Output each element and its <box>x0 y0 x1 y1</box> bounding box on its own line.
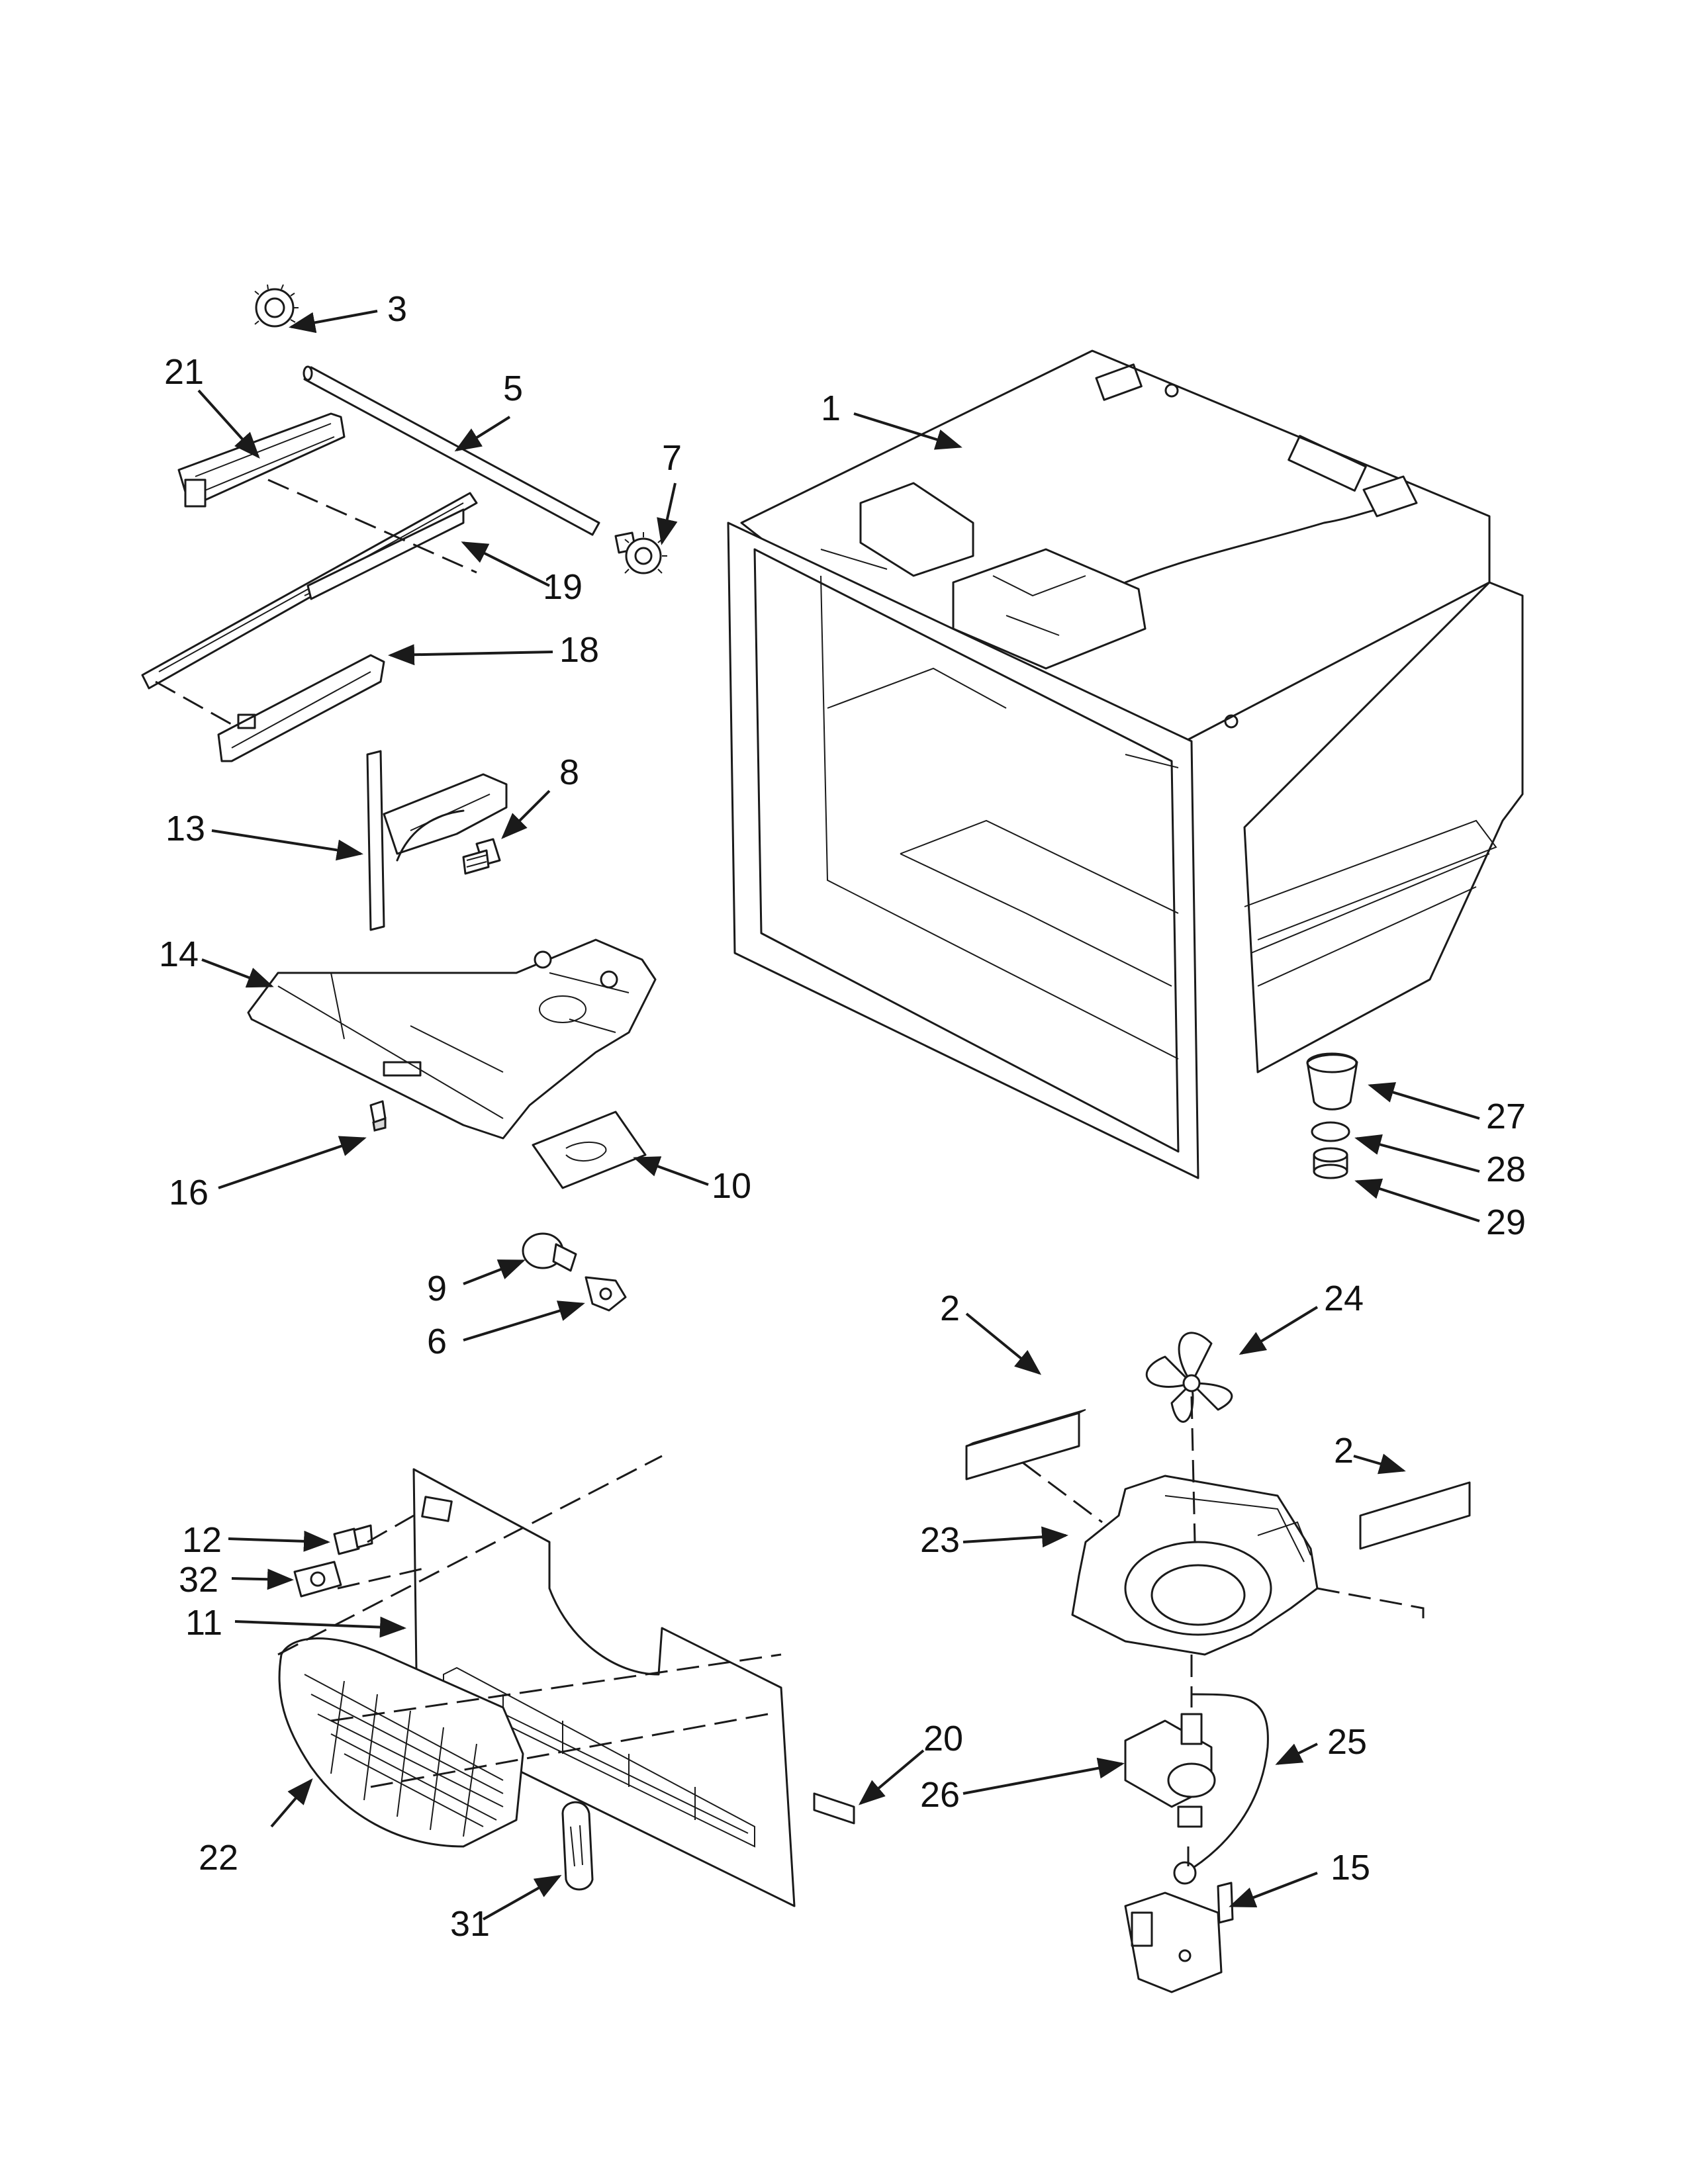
callout-27: 27 <box>1486 1097 1526 1136</box>
ring-part-28[interactable] <box>1311 1121 1350 1142</box>
callout-labels: 1 2 2 3 5 6 7 8 9 10 11 12 13 14 15 16 1… <box>159 289 1526 1944</box>
clip-part-16[interactable] <box>369 1100 387 1132</box>
socket-part-6[interactable] <box>585 1276 627 1312</box>
insulation-pad-part-2a[interactable] <box>965 1409 1086 1480</box>
grille-part-22[interactable] <box>278 1637 524 1848</box>
callout-21: 21 <box>164 352 204 392</box>
wire-harness-part-25[interactable] <box>1184 1693 1269 1874</box>
assembly-lines <box>155 478 1425 1866</box>
callout-25: 25 <box>1327 1722 1367 1762</box>
callout-10: 10 <box>712 1166 751 1206</box>
callout-3: 3 <box>387 289 407 329</box>
callout-9: 9 <box>427 1269 447 1308</box>
fan-motor-part-26[interactable] <box>1124 1713 1216 1828</box>
callout-7: 7 <box>662 438 682 478</box>
callout-26: 26 <box>920 1775 960 1815</box>
bracket-part-13[interactable] <box>366 750 508 931</box>
callout-22: 22 <box>199 1838 238 1878</box>
foam-strip-part-20[interactable] <box>813 1792 855 1825</box>
callout-16: 16 <box>169 1173 209 1212</box>
callout-5: 5 <box>503 369 523 408</box>
fitting-part-27[interactable] <box>1306 1052 1358 1111</box>
sensor-clip-part-32[interactable] <box>293 1561 342 1598</box>
freezer-liner-part[interactable] <box>727 349 1524 1179</box>
thermistor-part-31[interactable] <box>561 1801 594 1891</box>
callout-19: 19 <box>543 567 583 607</box>
callout-12: 12 <box>182 1520 222 1560</box>
callout-18: 18 <box>559 630 599 670</box>
cover-part-14[interactable] <box>247 938 657 1140</box>
callout-31: 31 <box>450 1904 490 1944</box>
gear-part-7[interactable] <box>614 531 667 574</box>
leader-lines <box>197 310 1480 1921</box>
callout-1: 1 <box>821 388 841 428</box>
fan-blade-part-24[interactable] <box>1145 1332 1233 1423</box>
fan-shroud-part-23[interactable] <box>1071 1475 1319 1656</box>
rod-part-5[interactable] <box>303 365 600 536</box>
slide-bracket-part-21[interactable] <box>177 412 346 508</box>
insulation-pad-part-2b[interactable] <box>1359 1481 1471 1550</box>
callout-20: 20 <box>923 1719 963 1758</box>
callout-2-left: 2 <box>940 1289 960 1328</box>
label-part-10[interactable] <box>532 1111 647 1189</box>
grommet-part-29[interactable] <box>1313 1147 1348 1179</box>
callout-8: 8 <box>559 752 579 792</box>
gear-part-3[interactable] <box>254 284 299 328</box>
callout-32: 32 <box>179 1560 218 1600</box>
bulb-part-9[interactable] <box>522 1232 577 1272</box>
callout-15: 15 <box>1331 1848 1370 1888</box>
callout-2-right: 2 <box>1334 1431 1354 1471</box>
callout-6: 6 <box>427 1322 447 1361</box>
callout-23: 23 <box>920 1520 960 1560</box>
callout-14: 14 <box>159 934 199 974</box>
callout-28: 28 <box>1486 1150 1526 1189</box>
screw-part-8[interactable] <box>462 838 501 875</box>
motor-bracket-part-15[interactable] <box>1124 1861 1234 1993</box>
callout-13: 13 <box>165 809 205 848</box>
rail-part-18[interactable] <box>217 654 385 762</box>
callout-29: 29 <box>1486 1203 1526 1242</box>
evaporator-cover-part-11[interactable] <box>412 1468 796 1907</box>
screw-part-12[interactable] <box>333 1524 373 1555</box>
slide-rail-part-19[interactable] <box>141 492 478 690</box>
callout-24: 24 <box>1324 1279 1364 1318</box>
callout-11: 11 <box>185 1603 222 1643</box>
